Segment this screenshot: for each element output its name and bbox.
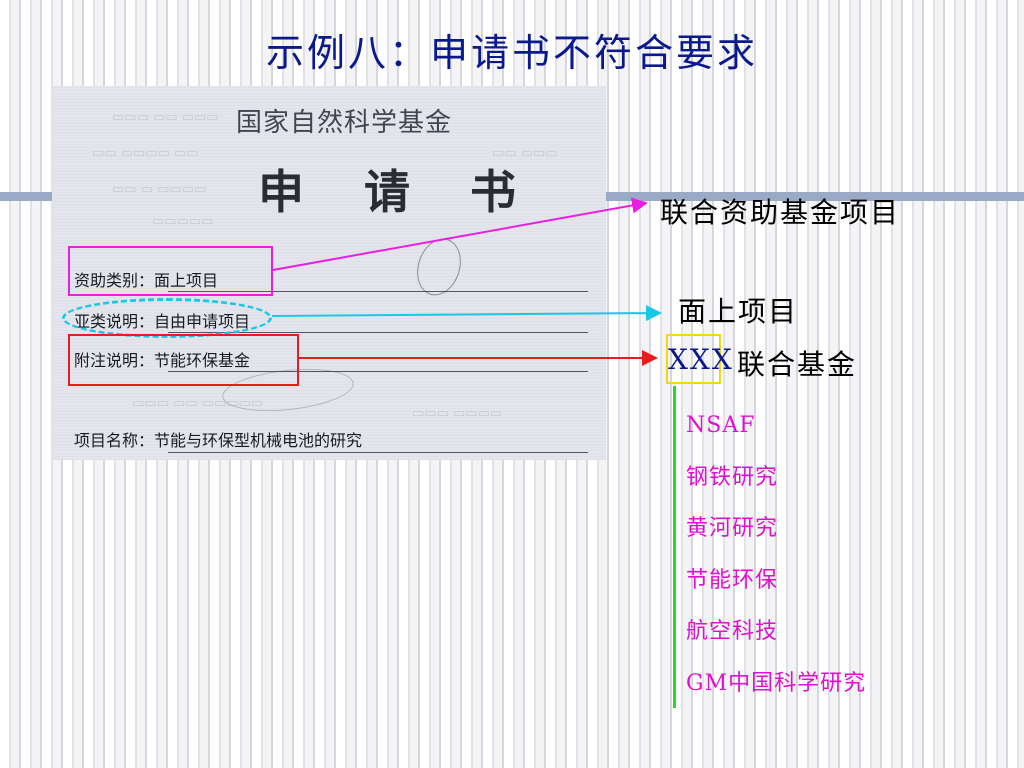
field-note: 附注说明：节能环保基金 <box>74 347 250 371</box>
scanned-application-form: ▭▭▭ ▭▭ ▭▭▭ ▭▭ ▭▭▭▭ ▭▭ ▭▭ ▭▭▭ ▭▭ ▭ ▭▭▭▭ ▭… <box>52 86 606 460</box>
document-title: 申 请 书 <box>258 165 539 219</box>
arrow-funding-category <box>272 197 648 271</box>
field-project-name: 项目名称：节能与环保型机械电池的研究 <box>74 427 362 451</box>
field-underline <box>168 291 588 292</box>
list-item: 钢铁研究 <box>686 464 779 490</box>
list-item: 节能环保 <box>686 567 779 593</box>
field-label: 附注说明： <box>74 351 155 370</box>
list-item: 航空科技 <box>686 619 779 644</box>
list-item: GM中国科学研究 <box>686 670 867 696</box>
bleed-through-mark: ▭▭▭ ▭▭▭▭ <box>412 406 503 421</box>
target-general-project: 面上项目 <box>678 295 799 328</box>
highlight-subcategory <box>62 298 272 338</box>
joint-fund-list: NSAF 钢铁研究 黄河研究 节能环保 航空科技 GM中国科学研究 <box>686 408 866 717</box>
slide-title: 示例八：申请书不符合要求 <box>265 31 758 75</box>
bleed-through-mark: ▭▭▭ ▭▭ ▭▭▭ <box>112 110 219 125</box>
decorative-bar-left <box>0 192 52 201</box>
field-underline <box>168 452 588 453</box>
field-label: 资助类别： <box>74 271 155 290</box>
target-joint-fund: 联合基金 <box>737 348 858 381</box>
bleed-through-mark: ▭▭ ▭ ▭▭▭▭ <box>112 182 207 197</box>
arrow-subcategory <box>271 305 662 322</box>
target-joint-funding-project: 联合资助基金项目 <box>660 196 901 229</box>
bleed-through-mark: ▭▭ ▭▭▭ <box>492 146 558 161</box>
bleed-through-mark: ▭▭▭▭▭ <box>152 214 214 229</box>
bleed-through-mark: ▭▭ ▭▭▭▭ ▭▭ <box>92 146 199 161</box>
highlight-funding-category <box>68 246 273 296</box>
field-underline <box>168 371 588 372</box>
document-heading: 国家自然科学基金 <box>236 108 453 138</box>
list-item: NSAF <box>686 413 756 438</box>
bleed-through-mark: ▭▭▭ ▭▭ ▭▭▭▭▭ <box>132 396 264 411</box>
field-underline <box>168 332 588 333</box>
highlight-placeholder <box>666 334 721 384</box>
decorative-bar-right <box>606 192 1024 201</box>
highlight-note <box>68 334 299 386</box>
field-funding-category: 资助类别：面上项目 <box>74 267 218 291</box>
list-bracket-line <box>673 386 676 708</box>
target-placeholder: XXX <box>668 343 734 376</box>
field-value: 节能与环保型机械电池的研究 <box>154 431 363 450</box>
field-value: 面上项目 <box>154 271 219 290</box>
list-item: 黄河研究 <box>686 516 779 541</box>
field-label: 项目名称： <box>74 431 155 450</box>
field-value: 节能环保基金 <box>154 351 251 370</box>
